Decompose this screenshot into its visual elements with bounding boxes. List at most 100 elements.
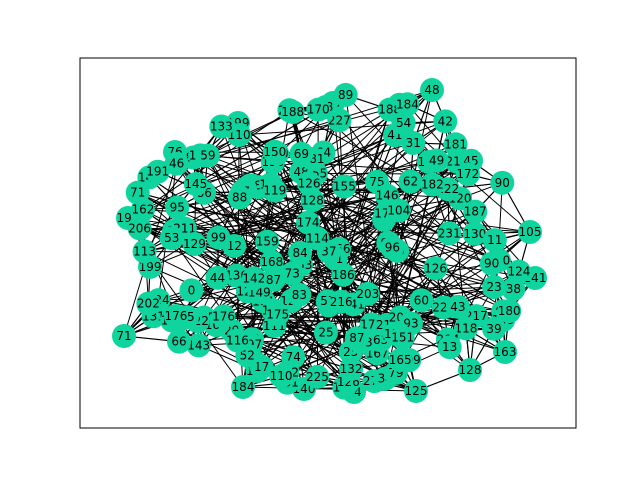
graph-node: 88 — [227, 185, 252, 210]
graph-node-label: 99 — [211, 231, 226, 245]
graph-node: 184 — [395, 92, 420, 117]
graph-node-circle — [445, 294, 470, 319]
graph-node-circle — [305, 226, 330, 251]
graph-node-circle — [344, 326, 369, 351]
graph-node-circle — [333, 82, 358, 107]
graph-node-circle — [227, 185, 252, 210]
graph-node-label: 88 — [232, 191, 247, 205]
graph-node-label: 49 — [429, 154, 444, 168]
graph-node-label: 25 — [318, 326, 333, 340]
graph-node-circle — [255, 229, 280, 254]
graph-node-label: 125 — [405, 384, 428, 398]
graph-node-label: 114 — [306, 231, 329, 245]
graph-node: 53 — [159, 226, 184, 251]
graph-node: 163 — [493, 340, 517, 364]
graph-node-circle — [339, 357, 364, 382]
graph-node-label: 73 — [285, 267, 300, 281]
graph-node: 172 — [455, 162, 480, 187]
graph-node-label: 188 — [378, 103, 401, 117]
graph-node-circle — [112, 324, 136, 348]
graph-node-label: 146 — [376, 189, 399, 203]
graph-node-circle — [462, 221, 487, 246]
graph-node: 66 — [167, 329, 192, 354]
graph-edge — [277, 313, 352, 370]
graph-node-circle — [463, 199, 488, 224]
graph-node-label: 124 — [508, 265, 531, 279]
graph-node: 62 — [398, 169, 423, 194]
graph-node-label: 37 — [321, 245, 336, 259]
graph-node-circle — [132, 239, 157, 264]
graph-node-label: 83 — [292, 288, 307, 302]
graph-node: 25 — [313, 320, 338, 345]
graph-node-label: 143 — [187, 338, 210, 352]
graph-node-label: 43 — [450, 300, 465, 314]
graph-node-circle — [289, 141, 314, 166]
graph-node-circle — [225, 328, 250, 353]
graph-node-circle — [355, 281, 380, 306]
graph-node: 126 — [423, 256, 448, 281]
graph-node-label: 174 — [297, 216, 320, 230]
graph-node: 83 — [287, 282, 312, 307]
graph-node-circle — [424, 148, 449, 173]
graph-node: 165 — [388, 348, 413, 373]
graph-node: 96 — [380, 235, 405, 260]
graph-node-label: 132 — [340, 362, 363, 376]
graph-node: 110 — [269, 363, 294, 388]
graph-node-circle — [262, 178, 287, 203]
graph-node-label: 180 — [498, 304, 521, 318]
graph-node-label: 23 — [486, 280, 501, 294]
graph-node-label: 145 — [184, 177, 207, 191]
graph-node-circle — [490, 170, 515, 195]
graph-node-label: 168 — [260, 255, 283, 269]
graph-node-circle — [401, 131, 426, 156]
graph-node-circle — [332, 174, 357, 199]
graph-node-label: 202 — [137, 297, 160, 311]
graph-node-circle — [437, 335, 462, 360]
graph-node-label: 116 — [226, 334, 249, 348]
graph-node-circle — [306, 97, 331, 122]
graph-edge — [242, 191, 510, 312]
graph-node-circle — [518, 220, 542, 244]
graph-node: 71 — [112, 324, 136, 348]
graph-node-circle — [186, 333, 211, 358]
graph-node-label: 231 — [438, 226, 461, 240]
graph-node: 13 — [437, 335, 462, 360]
graph-node: 143 — [186, 333, 211, 358]
graph-node: 182 — [420, 172, 445, 197]
graph-node: 59 — [195, 143, 220, 168]
graph-node: 43 — [445, 294, 470, 319]
graph-node-label: 184 — [232, 380, 255, 394]
graph-node: 42 — [433, 109, 458, 134]
graph-node-circle — [458, 358, 482, 382]
graph-node-circle — [506, 259, 531, 284]
graph-node: 99 — [206, 225, 231, 250]
graph-node-circle — [398, 169, 423, 194]
graph-node-label: 60 — [414, 293, 429, 307]
graph-node: 54 — [391, 111, 416, 136]
graph-node-label: 191 — [146, 165, 169, 179]
graph-node-label: 104 — [387, 204, 410, 218]
graph-node-circle — [280, 100, 305, 125]
graph-node: 87 — [344, 326, 369, 351]
graph-node-label: 176 — [164, 309, 187, 323]
graph-node-label: 62 — [403, 175, 418, 189]
graph-node: 90 — [490, 170, 515, 195]
graph-node-label: 31 — [406, 136, 421, 150]
graph-node: 151 — [390, 325, 415, 350]
graph-node-label: 13 — [442, 340, 457, 354]
graph-node: 142 — [241, 266, 266, 291]
graph-nodes: 4880761937116312824110512518414014199422… — [112, 78, 547, 404]
graph-node: 90 — [479, 251, 504, 276]
graph-node-circle — [167, 329, 192, 354]
graph-node-circle — [195, 143, 220, 168]
graph-node-circle — [390, 325, 415, 350]
graph-node: 60 — [409, 288, 434, 313]
graph-node-label: 165 — [389, 353, 412, 367]
graph-node-circle — [423, 256, 448, 281]
graph-node-label: 162 — [132, 203, 155, 217]
graph-node: 188 — [280, 100, 305, 125]
graph-node-circle — [227, 123, 252, 148]
graph-node-label: 119 — [263, 184, 286, 198]
graph-node-label: 172 — [456, 167, 479, 181]
